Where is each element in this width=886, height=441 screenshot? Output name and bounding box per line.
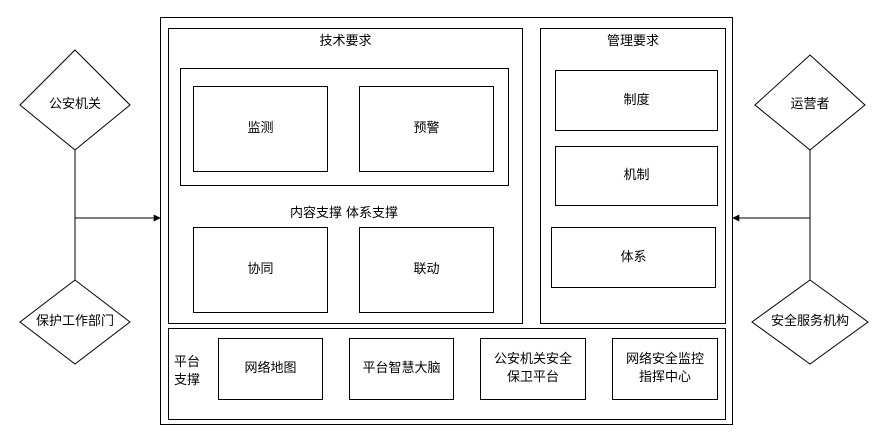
management-item-mechanism: 机制 [555,146,718,206]
role-security-service: 安全服务机构 [770,314,849,330]
platform-item-security-platform: 公安机关安全 保卫平台 [480,338,586,400]
support-label: 内容支撑 体系支撑 [278,204,410,223]
warning-box: 预警 [359,86,494,172]
platform-item-command-center: 网络安全监控 指挥中心 [612,338,718,400]
management-item-system: 体系 [551,227,716,288]
management-title: 管理要求 [606,34,659,50]
role-public-security: 公安机关 [48,97,101,113]
platform-item-smart-brain: 平台智慧大脑 [349,338,454,400]
content-support-text: 内容支撑 [287,204,344,223]
management-item-policy: 制度 [555,70,718,131]
system-support-text: 体系支撑 [344,204,401,223]
platform-item-network-map: 网络地图 [218,338,323,400]
monitor-box: 监测 [193,86,328,172]
role-protection-dept: 保护工作部门 [35,314,114,330]
diamond-public-security [19,49,131,151]
platform-label: 平台 支撑 [173,355,200,388]
coordination-box: 协同 [193,227,328,313]
diamond-operator [754,54,866,151]
tech-title: 技术要求 [319,34,372,50]
linkage-box: 联动 [359,227,494,313]
role-operator: 运营者 [790,97,830,113]
diamond-security-service [751,279,869,365]
diamond-protection-dept [19,279,131,365]
